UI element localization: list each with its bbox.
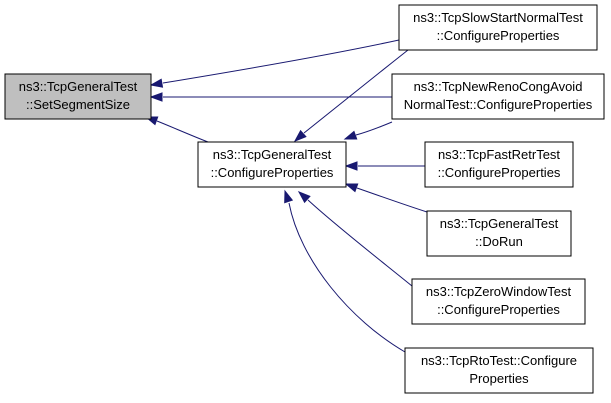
arrowhead-icon (343, 130, 358, 140)
edge-slowstart-to-general_configure (293, 49, 409, 142)
edge-line (307, 199, 413, 287)
node-label-line: ::SetSegmentSize (26, 97, 130, 112)
edge-fastretr-to-general_configure (344, 161, 425, 171)
node-label-line: ns3::TcpGeneralTest (19, 79, 138, 94)
node-label-line: ns3::TcpFastRetrTest (438, 147, 560, 162)
node-box[interactable] (424, 141, 574, 188)
node-zerowindow[interactable]: ns3::TcpZeroWindowTest::ConfigurePropert… (411, 278, 586, 325)
node-label-line: ns3::TcpGeneralTest (440, 216, 559, 231)
node-label-line: ::ConfigureProperties (438, 165, 561, 180)
node-box[interactable] (398, 4, 598, 51)
edge-line (288, 202, 406, 353)
node-box[interactable] (4, 73, 152, 120)
node-label-line: ns3::TcpGeneralTest (213, 147, 332, 162)
node-label-line: NormalTest::ConfigureProperties (404, 97, 593, 112)
node-rto[interactable]: ns3::TcpRtoTest::ConfigureProperties (404, 347, 594, 394)
edge-newreno-to-setsegmentsize (149, 92, 392, 102)
node-general_configure[interactable]: ns3::TcpGeneralTest::ConfigureProperties (197, 141, 347, 188)
node-dorun[interactable]: ns3::TcpGeneralTest::DoRun (426, 210, 572, 257)
edge-dorun-to-general_configure (344, 183, 428, 213)
node-label-line: ns3::TcpNewRenoCongAvoid (414, 79, 583, 94)
node-slowstart[interactable]: ns3::TcpSlowStartNormalTest::ConfigurePr… (398, 4, 598, 51)
node-label-line: ::ConfigureProperties (437, 302, 560, 317)
node-label-line: ::ConfigureProperties (437, 28, 560, 43)
node-box[interactable] (197, 141, 347, 188)
node-newreno[interactable]: ns3::TcpNewRenoCongAvoidNormalTest::Conf… (391, 73, 605, 120)
edge-zerowindow-to-general_configure (297, 191, 413, 287)
edge-line (162, 39, 400, 84)
edge-line (356, 187, 428, 213)
arrowhead-icon (284, 189, 294, 204)
edges-layer (144, 39, 428, 353)
node-label-line: ns3::TcpSlowStartNormalTest (413, 10, 583, 25)
node-label-line: ::DoRun (475, 234, 523, 249)
node-setsegmentsize[interactable]: ns3::TcpGeneralTest::SetSegmentSize (4, 73, 152, 120)
edge-line (303, 49, 409, 134)
node-box[interactable] (411, 278, 586, 325)
edge-line (156, 120, 209, 143)
nodes-layer: ns3::TcpGeneralTest::SetSegmentSizens3::… (4, 4, 605, 394)
node-label-line: ns3::TcpRtoTest::Configure (421, 353, 577, 368)
edge-newreno-to-general_configure (343, 121, 393, 140)
node-box[interactable] (426, 210, 572, 257)
arrowhead-icon (344, 183, 359, 193)
edge-line (355, 121, 393, 136)
edge-slowstart-to-setsegmentsize (149, 39, 400, 88)
arrowhead-icon (149, 92, 163, 102)
arrowhead-icon (293, 129, 307, 142)
node-fastretr[interactable]: ns3::TcpFastRetrTest::ConfigurePropertie… (424, 141, 574, 188)
node-label-line: ns3::TcpZeroWindowTest (426, 284, 572, 299)
edge-rto-to-general_configure (284, 189, 406, 353)
arrowhead-icon (149, 78, 164, 88)
node-label-line: Properties (469, 371, 529, 386)
node-label-line: ::ConfigureProperties (211, 165, 334, 180)
arrowhead-icon (344, 161, 358, 171)
node-box[interactable] (391, 73, 605, 120)
arrowhead-icon (297, 191, 311, 204)
node-box[interactable] (404, 347, 594, 394)
edge-general_configure-to-setsegmentsize (144, 116, 209, 143)
